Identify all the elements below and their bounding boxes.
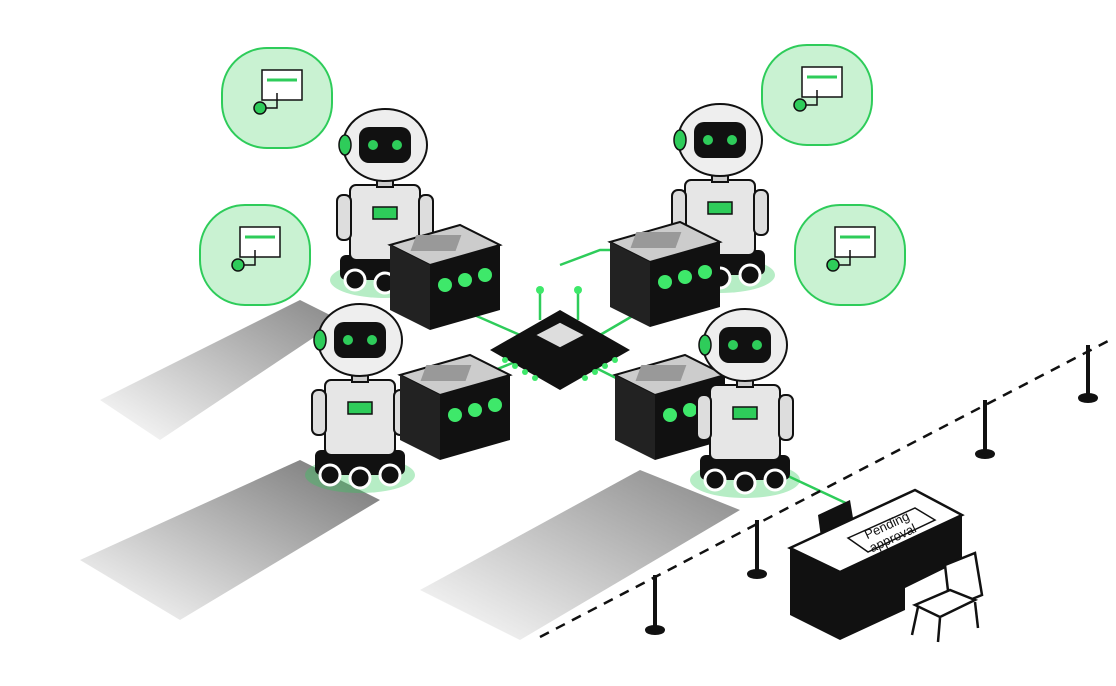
stanchion-barrier-icon (645, 345, 1098, 635)
speech-bubble-diagram-icon (198, 203, 312, 307)
robot-bottom-right (688, 307, 802, 500)
speech-bubble-diagram-icon (760, 43, 874, 147)
processor-chip (490, 286, 630, 390)
control-box-top-right (609, 221, 721, 328)
control-box-top-left (389, 224, 501, 331)
shadow-streak (100, 300, 340, 440)
speech-bubble-diagram-icon (220, 46, 334, 150)
speech-bubble-diagram-icon (793, 203, 907, 307)
control-box-bottom-left (399, 354, 511, 461)
chair-icon (910, 551, 984, 643)
shadow-streak (80, 460, 380, 620)
robot-bottom-left (303, 302, 417, 495)
shadow-streak (420, 470, 740, 640)
reception-desk: Pending approval (787, 488, 965, 640)
